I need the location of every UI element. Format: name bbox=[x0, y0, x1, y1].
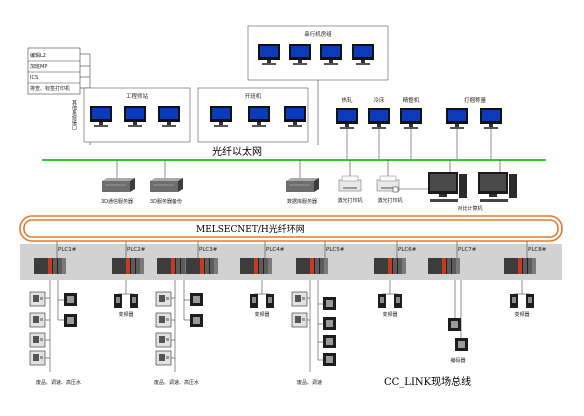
plc-label-7: PLC7# bbox=[458, 247, 477, 253]
plc-label-3: PLC3# bbox=[199, 247, 218, 253]
cold-roll-label: 冷床 bbox=[373, 96, 385, 104]
plc-label-4: PLC4# bbox=[266, 247, 285, 253]
inverter-label-3: 变频器 bbox=[382, 311, 397, 318]
server-room-group: 串行机房组 bbox=[247, 25, 389, 145]
backup-server-label: 3D服务器备份 bbox=[150, 198, 182, 205]
inverter-label-1: 变频器 bbox=[118, 311, 133, 318]
plc-ring-connectors bbox=[56, 241, 528, 258]
hot-roll-station: 热轧 bbox=[336, 96, 358, 160]
computers: 对比计算机 bbox=[392, 172, 517, 212]
laser-printer-1-label: 激光打印机 bbox=[337, 197, 362, 204]
plc-band bbox=[20, 244, 562, 280]
interface-item-3: ICS bbox=[30, 75, 38, 81]
interface-item-4: 排查、标签打印机 bbox=[30, 85, 70, 92]
computer-label: 对比计算机 bbox=[457, 205, 482, 212]
strapping-station-group: 打捆称量 bbox=[446, 96, 502, 160]
bottom-label-2: 废品、调速、高压水 bbox=[154, 379, 199, 386]
ethernet-label: 光纤以太网 bbox=[212, 145, 262, 158]
inverter-label-4: 变频器 bbox=[514, 311, 529, 318]
database-server-label: 数据库服务器 bbox=[287, 198, 317, 205]
plc-label-2: PLC2# bbox=[127, 247, 146, 253]
field-bus-label: CC_LINK现场总线 bbox=[384, 375, 471, 388]
engineering-station-label: 工程师站 bbox=[126, 92, 149, 100]
encoder-label: 编码器 bbox=[450, 357, 465, 364]
field-labels: 变频器 变频器 变频器 变频器 编码器 废品、调速、高压水 废品、调速、高压水 … bbox=[36, 311, 530, 386]
laser-printer-2-label: 激光打印机 bbox=[377, 197, 402, 204]
operator-station-group: 开班机 bbox=[197, 87, 309, 143]
ethernet-drops bbox=[116, 160, 501, 178]
laser-printer-2: 激光打印机 bbox=[376, 175, 403, 204]
hot-roll-label: 热轧 bbox=[341, 96, 353, 104]
ethernet-backbone: 光纤以太网 bbox=[42, 145, 546, 161]
database-server: 数据库服务器 bbox=[285, 177, 320, 205]
comm-server: 3D通信服务器 bbox=[101, 177, 136, 205]
finishing-station: 精整机 bbox=[400, 96, 422, 160]
inverter-label-2: 变频器 bbox=[254, 311, 269, 318]
interface-item-1: 编辑L2 bbox=[30, 52, 46, 59]
field-devices bbox=[29, 291, 534, 366]
finishing-label: 精整机 bbox=[403, 96, 420, 104]
bottom-label-1: 废品、调速、高压水 bbox=[36, 379, 81, 386]
plc-label-1: PLC1# bbox=[58, 247, 77, 253]
comm-server-label: 3D通信服务器 bbox=[101, 198, 133, 205]
server-room-label: 串行机房组 bbox=[304, 30, 332, 38]
field-bus-lines bbox=[42, 280, 530, 372]
interface-item-2: 加班MP bbox=[30, 63, 47, 70]
operator-station-label: 开班机 bbox=[245, 92, 262, 100]
plc-labels: PLC1# PLC2# PLC3# PLC4# PLC5# PLC6# PLC7… bbox=[58, 247, 547, 253]
engineering-station-group: 工程师站 bbox=[83, 87, 191, 143]
melsecnet-ring: MELSECNET/H光纤环网 bbox=[19, 215, 563, 242]
ring-label: MELSECNET/H光纤环网 bbox=[196, 223, 305, 235]
plc-label-8: PLC8# bbox=[528, 247, 547, 253]
bottom-label-3: 废品、调速 bbox=[297, 379, 322, 386]
strapping-label: 打捆称量 bbox=[464, 96, 487, 104]
plc-label-5: PLC5# bbox=[326, 247, 345, 253]
plc-label-6: PLC6# bbox=[398, 247, 417, 253]
laser-printer-1: 激光打印机 bbox=[337, 175, 363, 204]
cold-roll-station: 冷床 bbox=[368, 96, 390, 160]
backup-server: 3D服务器备份 bbox=[149, 177, 184, 205]
other-systems-label: 其他系统接口 bbox=[71, 100, 77, 131]
interface-box: 编辑L2 加班MP ICS 排查、标签打印机 其他系统接口 bbox=[27, 47, 91, 145]
